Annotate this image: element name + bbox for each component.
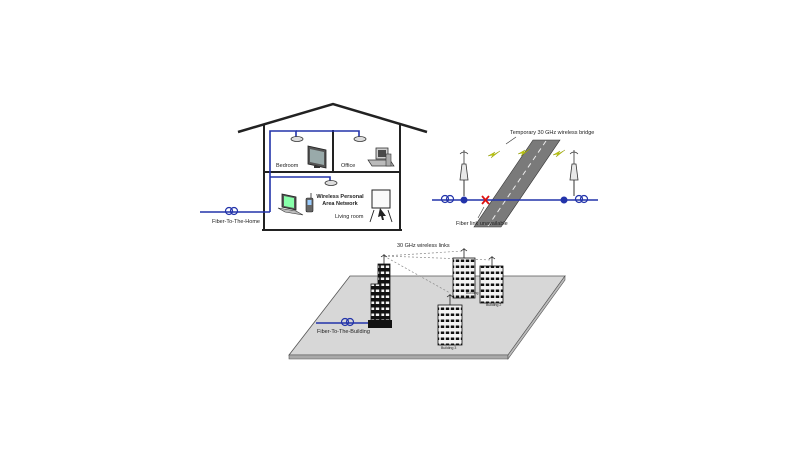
- building-icon: [452, 248, 476, 299]
- tv-icon: [307, 145, 327, 169]
- ground-plane-edge: [288, 354, 509, 360]
- fiber-coil-icon: [574, 194, 589, 204]
- wireless-access-point-icon: [324, 180, 338, 186]
- office-label: Office: [341, 163, 355, 169]
- desktop-pc-icon: [367, 147, 395, 167]
- house-diagram: Fiber-To-The-Home Bedroom Office: [200, 102, 428, 231]
- radio-tower-icon: [459, 150, 469, 196]
- fiber-coil-icon: [340, 317, 355, 327]
- building-icon: [479, 256, 504, 304]
- lightning-icon: [487, 150, 501, 159]
- house-fiber-line: [269, 130, 297, 212]
- bedroom-label: Bedroom: [276, 163, 299, 169]
- ftth-label: Fiber-To-The-Home: [212, 219, 260, 225]
- road: [473, 139, 561, 228]
- radio-tower-icon: [569, 150, 579, 196]
- lightning-icon: [552, 149, 566, 158]
- lightning-icon: [517, 148, 531, 157]
- fiber-node: [460, 196, 468, 204]
- living-room-label: Living room: [335, 214, 364, 220]
- whiteboard-icon: [369, 189, 393, 223]
- house-fiber-branch-2: [270, 176, 331, 181]
- wireless-links: [383, 250, 493, 294]
- wireless-access-point-icon: [290, 136, 304, 142]
- campus-diagram: 30 GHz wireless links Fiber-To-The-Build…: [288, 243, 566, 360]
- mobile-phone-icon: [305, 193, 314, 213]
- laptop-icon: [277, 193, 304, 216]
- fttb-label: Fiber-To-The-Building: [317, 329, 370, 335]
- wireless-access-point-icon: [353, 136, 367, 142]
- wpan-label-line2: Area Network: [322, 201, 358, 207]
- wireless-bridge-diagram: Fiber link unavailable Temporary 30 GHz …: [432, 130, 598, 228]
- bridge-pointer: [505, 136, 517, 145]
- wireless-links-label: 30 GHz wireless links: [397, 243, 450, 249]
- main-building-icon: [368, 254, 392, 328]
- building2-label: Building 2: [486, 303, 501, 307]
- fiber-coil-icon: [440, 194, 455, 204]
- fiber-coil-icon: [224, 206, 239, 216]
- fiber-unavailable-label: Fiber link unavailable: [456, 221, 508, 227]
- road-center-line: [487, 140, 547, 227]
- fiber-node: [560, 196, 568, 204]
- house-fiber-branch: [296, 130, 360, 137]
- link-failure-icon: [481, 195, 490, 205]
- wpan-label-line1: Wireless Personal: [316, 194, 364, 200]
- building3-label: Building 3: [441, 346, 456, 350]
- ground-plane: [288, 275, 566, 356]
- bridge-title-label: Temporary 30 GHz wireless bridge: [510, 130, 594, 136]
- failure-pointer: [477, 206, 485, 219]
- building-icon: [437, 294, 463, 346]
- ground-plane-side: [507, 275, 566, 360]
- building1-label: Building 1: [466, 291, 481, 295]
- house-roof: [237, 102, 428, 134]
